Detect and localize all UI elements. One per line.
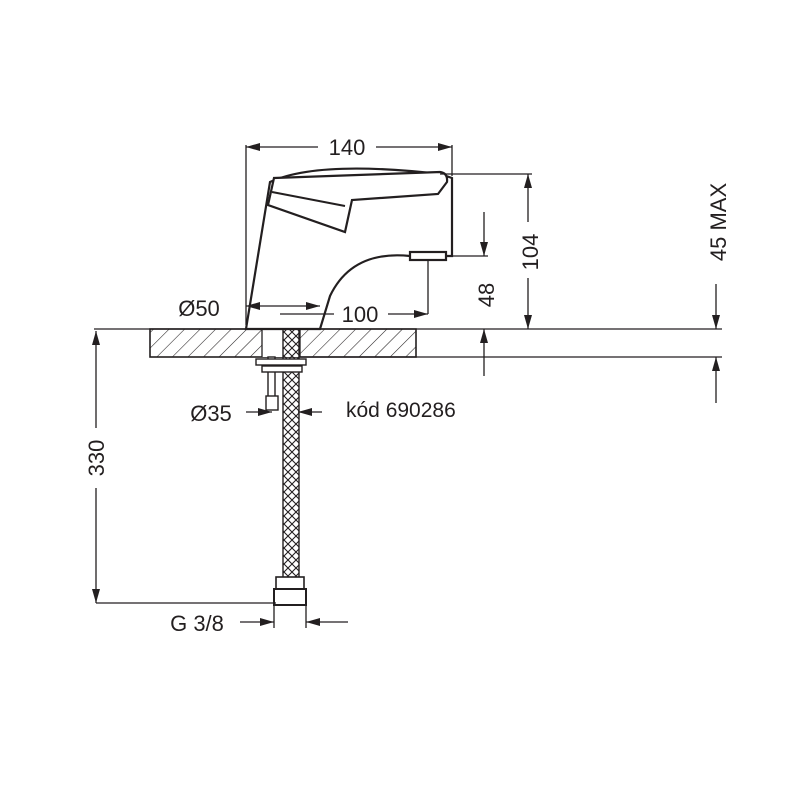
dimension-height-104: 104 xyxy=(440,173,543,329)
height-104-label: 104 xyxy=(518,234,543,271)
lever-handle xyxy=(266,170,449,234)
dimension-hose-length: 330 xyxy=(82,331,276,604)
stud-nut xyxy=(265,395,279,411)
fixing-plate xyxy=(255,358,307,366)
faucet-body xyxy=(244,167,454,331)
hose-assembly xyxy=(255,328,307,606)
dimension-connection-thread: G 3/8 xyxy=(170,605,348,636)
height-48-label: 48 xyxy=(474,283,499,307)
hose-ferrule xyxy=(275,576,305,590)
dimension-hole-diameter: Ø35 xyxy=(190,401,322,426)
dimension-height-48: 48 xyxy=(446,212,499,376)
fixing-nut xyxy=(261,365,303,373)
connection-nut xyxy=(273,588,307,606)
aerator xyxy=(408,250,448,262)
connection-thread-label: G 3/8 xyxy=(170,611,224,636)
product-code: kód 690286 xyxy=(346,399,456,422)
dimension-width-140: 140 xyxy=(245,132,453,325)
base-diameter-label: Ø50 xyxy=(178,296,220,321)
dimension-max-thickness: 45 MAX xyxy=(706,183,731,403)
dimension-base-diameter: Ø50 xyxy=(178,296,320,321)
width-label: 140 xyxy=(329,135,366,160)
reach-label: 100 xyxy=(342,302,379,327)
hole-diameter-label: Ø35 xyxy=(190,401,232,426)
max-thickness-label: 45 MAX xyxy=(706,183,731,262)
countertop xyxy=(94,328,722,358)
dimension-reach-100: 100 xyxy=(280,260,429,327)
hose-length-label: 330 xyxy=(84,440,109,477)
